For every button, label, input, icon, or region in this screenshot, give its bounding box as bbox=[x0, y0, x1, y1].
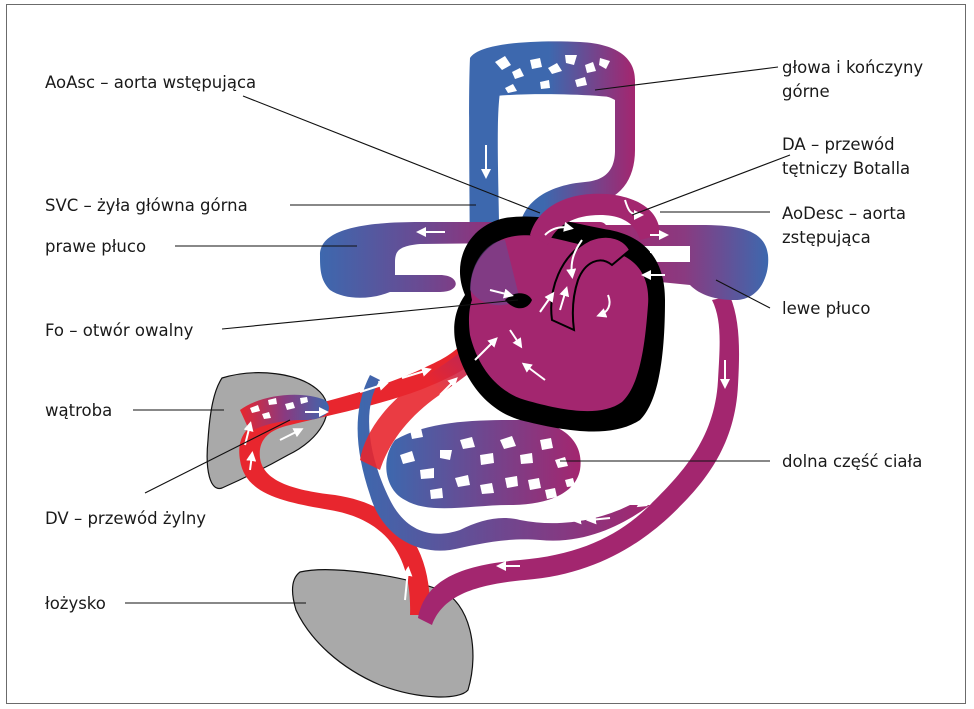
label-aodesc-line1: AoDesc – aorta bbox=[782, 204, 906, 223]
label-aoasc: AoAsc – aorta wstępująca bbox=[45, 73, 256, 92]
label-svc: SVC – żyła główna górna bbox=[45, 196, 248, 215]
label-placenta: łożysko bbox=[45, 594, 106, 613]
label-liver: wątroba bbox=[45, 401, 112, 420]
label-aodesc-line2: zstępująca bbox=[782, 228, 871, 247]
label-head-upper-limbs-line1: głowa i kończyny bbox=[782, 58, 923, 77]
label-right-lung: prawe płuco bbox=[45, 237, 146, 256]
label-foramen-ovale: Fo – otwór owalny bbox=[45, 321, 194, 340]
label-lower-body: dolna część ciała bbox=[782, 452, 922, 471]
label-ductus-arteriosus-line1: DA – przewód bbox=[782, 135, 895, 154]
label-head-upper-limbs-line2: górne bbox=[782, 82, 830, 101]
label-left-lung: lewe płuco bbox=[782, 299, 870, 318]
label-ductus-venosus: DV – przewód żylny bbox=[45, 509, 206, 528]
label-ductus-arteriosus-line2: tętniczy Botalla bbox=[782, 159, 910, 178]
